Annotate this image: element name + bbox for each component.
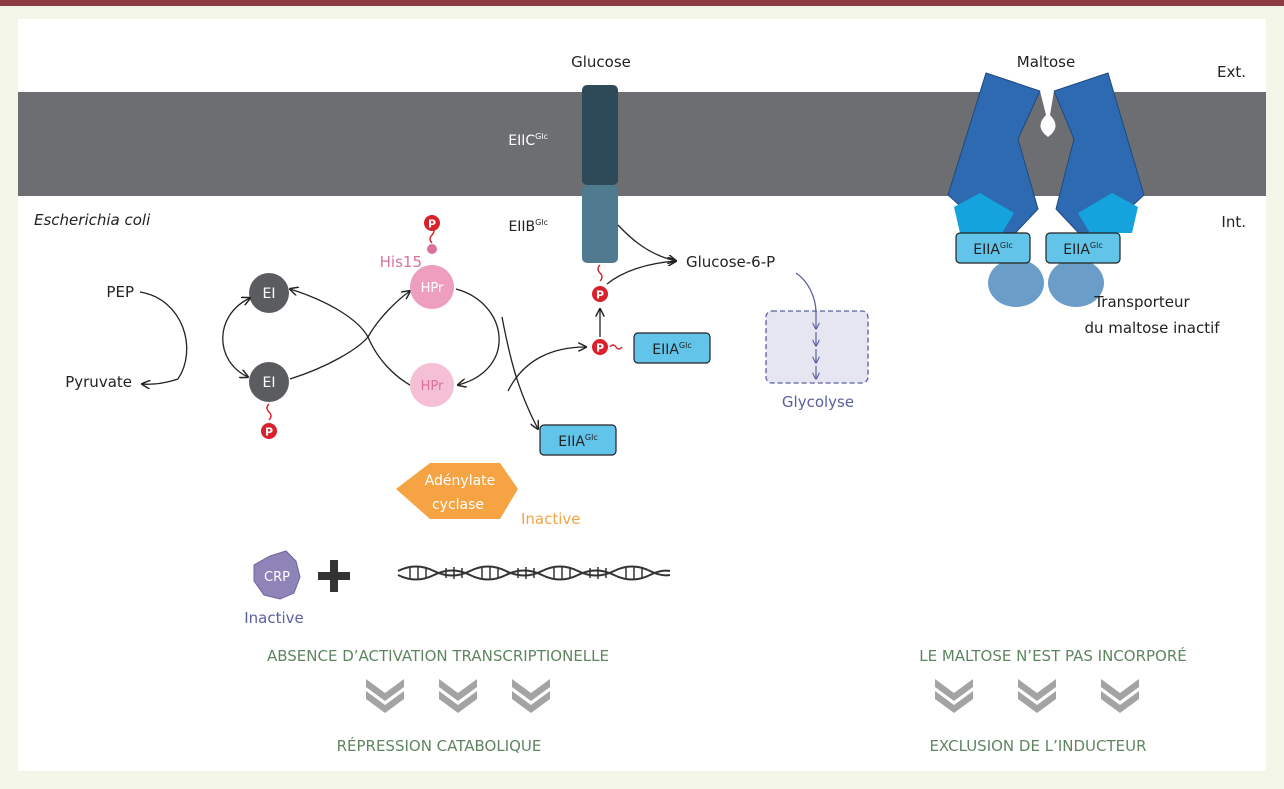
- exclusion-heading: EXCLUSION DE L’INDUCTEUR: [929, 737, 1146, 755]
- ei-left-arc: [222, 298, 250, 377]
- ei-unphosphorylated: EI: [249, 273, 289, 313]
- hpr-right-arc: [455, 288, 500, 385]
- chevron-down-icon: [935, 679, 973, 713]
- ei-phosphorylated: EI: [249, 362, 289, 402]
- membrane: [18, 92, 1266, 196]
- maltose-nbd-right: [1078, 193, 1138, 233]
- eiia-box: EIIAGlc: [539, 424, 617, 456]
- svg-text:P: P: [596, 342, 604, 355]
- maltose-foot-right: [1048, 259, 1104, 307]
- diagram-canvas: Ext. Int. Glucose EIICGlc EIIBGlc Escher…: [18, 53, 1266, 755]
- top-border: [0, 0, 1284, 6]
- eiic-domain: [582, 85, 618, 185]
- g6p-to-glycolyse-arrow: [795, 272, 817, 314]
- svg-text:EIIAGlc: EIIAGlc: [1063, 241, 1103, 258]
- hpr-unphosphorylated: HPr: [410, 363, 454, 407]
- svg-text:EI: EI: [263, 375, 276, 391]
- glycolyse-box: [765, 310, 869, 384]
- pyruvate-arrow: [142, 378, 179, 384]
- ei-phospho-linker: [266, 403, 272, 421]
- ext-label: Ext.: [1217, 63, 1246, 81]
- plus-icon: [318, 560, 350, 592]
- hpr-return-arc: [367, 336, 411, 386]
- maltose-label: Maltose: [1017, 53, 1075, 71]
- maltose-foot-left: [988, 259, 1044, 307]
- ei-hpr-arc-bottom: [289, 291, 410, 380]
- svg-text:P: P: [265, 426, 273, 439]
- svg-text:P: P: [428, 218, 436, 231]
- pep-arrow: [139, 291, 188, 380]
- svg-text:EIIAGlc: EIIAGlc: [652, 341, 692, 358]
- pep-label: PEP: [106, 283, 134, 301]
- crp-label: CRP: [264, 570, 290, 585]
- transporter-label-2: du maltose inactif: [1084, 319, 1220, 337]
- adenylate-label-1: Adénylate: [425, 473, 496, 489]
- svg-text:P: P: [596, 289, 604, 302]
- glucose-label: Glucose: [571, 53, 631, 71]
- transporter-label-1: Transporteur: [1093, 293, 1190, 311]
- glycolyse-label: Glycolyse: [782, 393, 854, 411]
- eiib-label: EIIBGlc: [508, 218, 548, 235]
- svg-text:EIIAGlc: EIIAGlc: [558, 433, 598, 450]
- glucose6p-label: Glucose-6-P: [686, 253, 775, 271]
- maltose-eiia-right: EIIAGlc: [1045, 232, 1121, 264]
- phospho-icon: P: [592, 286, 608, 302]
- chevron-down-icon: [366, 679, 404, 713]
- phospho-icon: P: [261, 423, 277, 439]
- phospho-icon: P: [424, 215, 440, 231]
- chevron-down-icon: [1101, 679, 1139, 713]
- eiib-domain: [582, 185, 618, 263]
- int-label: Int.: [1221, 213, 1246, 231]
- repression-heading: RÉPRESSION CATABOLIQUE: [337, 736, 542, 755]
- his15-label: His15: [380, 253, 422, 271]
- eiib-to-g6p-arrow: [617, 224, 676, 261]
- crp-shape: [253, 550, 301, 600]
- phospho-icon: P: [592, 339, 608, 355]
- organism-label: Escherichia coli: [34, 211, 151, 229]
- chevron-down-icon: [512, 679, 550, 713]
- svg-text:EIIBGlc: EIIBGlc: [508, 218, 548, 235]
- dna-icon: [397, 565, 671, 581]
- his15-site: [427, 244, 437, 254]
- pyruvate-label: Pyruvate: [65, 373, 132, 391]
- chevron-down-icon: [439, 679, 477, 713]
- adenylate-label-2: cyclase: [432, 497, 484, 513]
- chevron-down-icon: [1018, 679, 1056, 713]
- adenylate-cyclase-shape: [396, 463, 518, 519]
- eiia-phospho-box: EIIAGlc: [633, 332, 711, 364]
- absence-heading: ABSENCE D’ACTIVATION TRANSCRIPTIONELLE: [267, 647, 609, 665]
- eiia-to-phospho-arrow: [507, 347, 586, 392]
- maltose-eiia-left: EIIAGlc: [955, 232, 1031, 264]
- maltose-nbd-left: [954, 193, 1014, 233]
- svg-text:EIIAGlc: EIIAGlc: [973, 241, 1013, 258]
- svg-text:EIICGlc: EIICGlc: [508, 132, 548, 149]
- diagram-panel: Ext. Int. Glucose EIICGlc EIIBGlc Escher…: [18, 19, 1266, 771]
- svg-text:EI: EI: [263, 286, 276, 302]
- hpr-eiia-exchange-arrow: [501, 316, 538, 429]
- ei-hpr-arc-top: [290, 289, 369, 338]
- crp-inactive-label: Inactive: [244, 609, 304, 627]
- svg-text:HPr: HPr: [421, 379, 444, 394]
- maltose-binding-cleft: [1040, 91, 1056, 137]
- maltose-not-heading: LE MALTOSE N’EST PAS INCORPORÉ: [919, 646, 1187, 665]
- eiia-phospho-linker: [609, 344, 623, 350]
- adenylate-inactive-label: Inactive: [521, 510, 581, 528]
- phospho-to-g6p-arrow: [606, 261, 676, 285]
- eiib-phospho-linker: [597, 264, 603, 282]
- hpr-phosphorylated: HPr: [410, 265, 454, 309]
- eiic-label: EIICGlc: [508, 132, 548, 149]
- svg-text:HPr: HPr: [421, 281, 444, 296]
